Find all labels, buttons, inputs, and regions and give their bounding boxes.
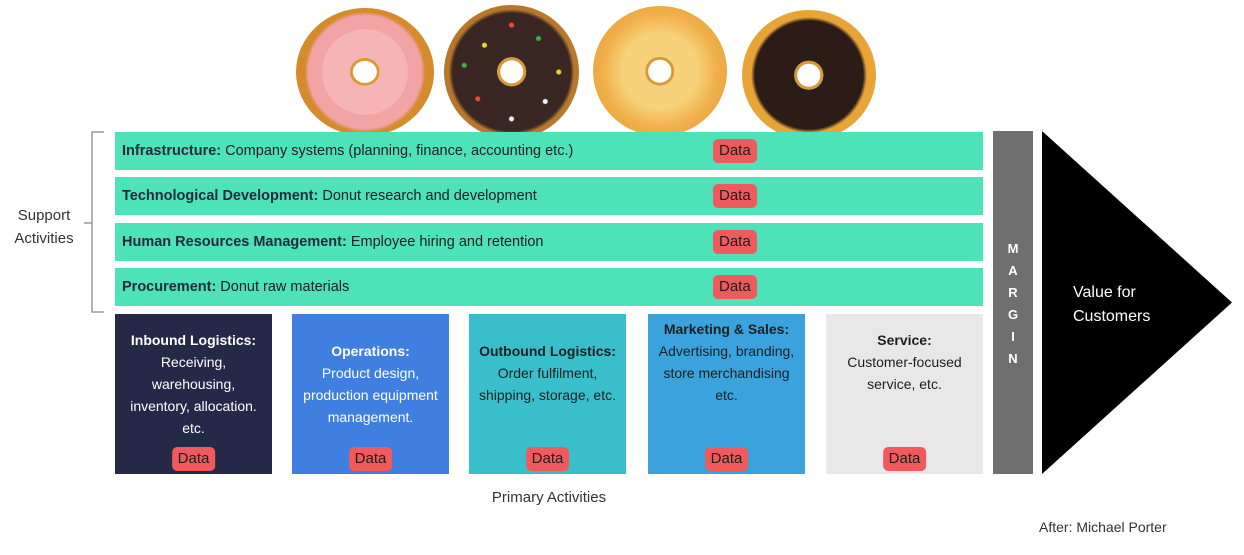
box-line: Product design, — [321, 365, 420, 381]
sugar-donut-image — [593, 6, 727, 136]
support-row-infrastructure: Infrastructure: Company systems (plannin… — [115, 132, 983, 170]
box-line: warehousing, — [151, 376, 236, 392]
primary-service: Service: Customer-focused service, etc. … — [826, 314, 983, 474]
row-desc: Employee hiring and retention — [346, 234, 544, 250]
box-line: etc. — [182, 420, 205, 436]
box-line: Advertising, branding, — [658, 343, 795, 359]
primary-operations: Operations: Product design, production e… — [292, 314, 449, 474]
credit-text: After: Michael Porter — [1039, 519, 1167, 535]
data-badge[interactable]: Data — [171, 447, 216, 471]
box-line: service, etc. — [867, 376, 942, 392]
data-badge[interactable]: Data — [713, 184, 757, 208]
support-bracket — [84, 131, 104, 313]
box-line: production equipment — [303, 387, 438, 403]
row-desc: Donut raw materials — [216, 279, 350, 295]
margin-letter: A — [1008, 263, 1018, 278]
data-badge[interactable]: Data — [525, 447, 570, 471]
box-line: Order fulfilment, — [497, 365, 598, 381]
margin-letter: R — [1008, 285, 1018, 300]
data-badge[interactable]: Data — [348, 447, 393, 471]
value-arrow — [1042, 131, 1232, 474]
sprinkle-donut-image — [444, 5, 579, 139]
box-title: Inbound Logistics: — [130, 332, 257, 348]
box-title: Marketing & Sales: — [663, 321, 790, 337]
margin-letter: M — [1007, 241, 1019, 256]
box-line: store merchandising — [663, 365, 790, 381]
data-badge[interactable]: Data — [713, 139, 757, 163]
primary-inbound-logistics: Inbound Logistics: Receiving, warehousin… — [115, 314, 272, 474]
margin-letter: G — [1007, 307, 1019, 322]
strawberry-donut-image — [296, 8, 434, 136]
primary-marketing-sales: Marketing & Sales: Advertising, branding… — [648, 314, 805, 474]
chocolate-donut-image — [742, 10, 876, 140]
box-title: Service: — [877, 332, 932, 348]
row-desc: Donut research and development — [318, 188, 537, 204]
row-title: Human Resources Management: — [122, 234, 347, 250]
row-desc: Company systems (planning, finance, acco… — [221, 143, 574, 159]
margin-bar — [993, 131, 1033, 474]
box-line: Customer-focused — [847, 354, 962, 370]
row-title: Procurement: — [122, 279, 217, 295]
box-line: management. — [327, 409, 414, 425]
support-row-human-resources: Human Resources Management: Employee hir… — [115, 223, 983, 261]
margin-letter: I — [1011, 329, 1015, 344]
row-title: Technological Development: — [122, 188, 319, 204]
box-title: Operations: — [331, 343, 410, 359]
row-title: Infrastructure: — [122, 143, 222, 159]
margin-letter: N — [1008, 351, 1018, 366]
box-line: Receiving, — [160, 354, 227, 370]
data-badge[interactable]: Data — [882, 447, 927, 471]
primary-outbound-logistics: Outbound Logistics: Order fulfilment, sh… — [469, 314, 626, 474]
value-for-customers-label: Value for Customers — [1073, 284, 1151, 325]
support-row-technological-development: Technological Development: Donut researc… — [115, 177, 983, 215]
box-line: shipping, storage, etc. — [479, 387, 616, 403]
box-title: Outbound Logistics: — [479, 343, 616, 359]
box-line: etc. — [715, 387, 738, 403]
support-activities-label: Support Activities — [14, 207, 74, 247]
support-row-procurement: Procurement: Donut raw materials Data — [115, 268, 983, 306]
data-badge[interactable]: Data — [713, 275, 757, 299]
primary-activities-label: Primary Activities — [491, 489, 607, 506]
data-badge[interactable]: Data — [713, 230, 757, 254]
box-line: inventory, allocation. — [130, 398, 257, 414]
data-badge[interactable]: Data — [704, 447, 749, 471]
